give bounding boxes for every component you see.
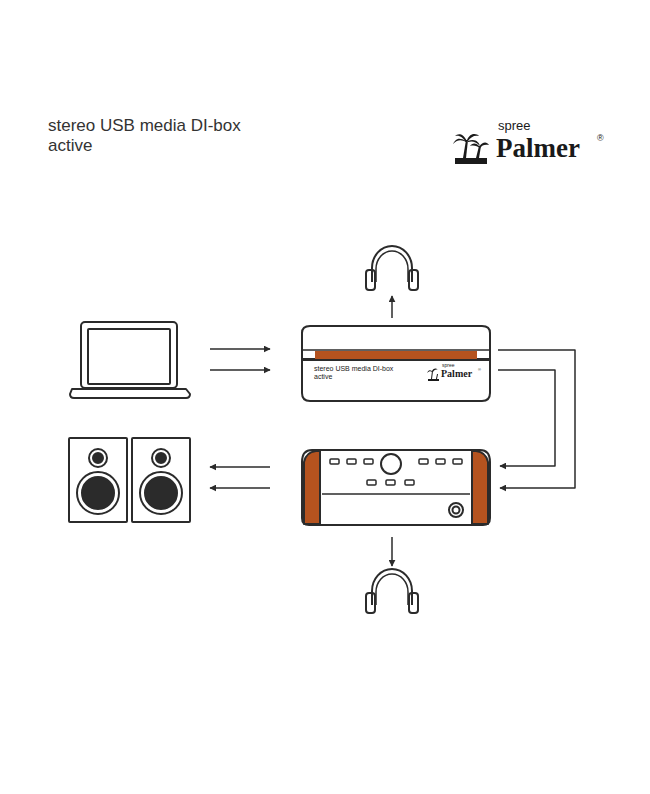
signal-arrow [210,369,270,371]
orange-band [315,351,477,360]
monitor-controller-icon [302,450,490,525]
headphones-icon [366,246,418,290]
signal-arrow [210,487,270,489]
registered-mark: ® [597,134,604,144]
signal-wire [498,350,575,488]
headphones-icon [366,569,418,613]
signal-wire [498,370,555,466]
laptop-icon [70,322,190,398]
logo-brand: Palmer [441,368,472,379]
di-box: stereo USB media DI-box active spreePalme… [302,325,490,401]
logo-brand: Palmer [496,134,580,164]
signal-arrow [391,537,393,566]
di-box-lid [302,326,490,359]
signal-arrow [210,348,270,350]
title: stereo USB media DI-box active [48,116,263,156]
signal-arrow [210,466,270,468]
di-box-outline [300,323,492,403]
palm-logo [427,369,439,381]
logo-brand-small: spree [498,119,531,133]
device-label: stereo USB media DI-box active [314,365,404,380]
logo-brand-small: spree [442,363,455,369]
speakers-icon [69,438,190,522]
registered-mark: ® [478,368,481,372]
signal-arrow [391,296,393,318]
palm-logo [453,134,489,164]
di-box-body [302,360,490,401]
